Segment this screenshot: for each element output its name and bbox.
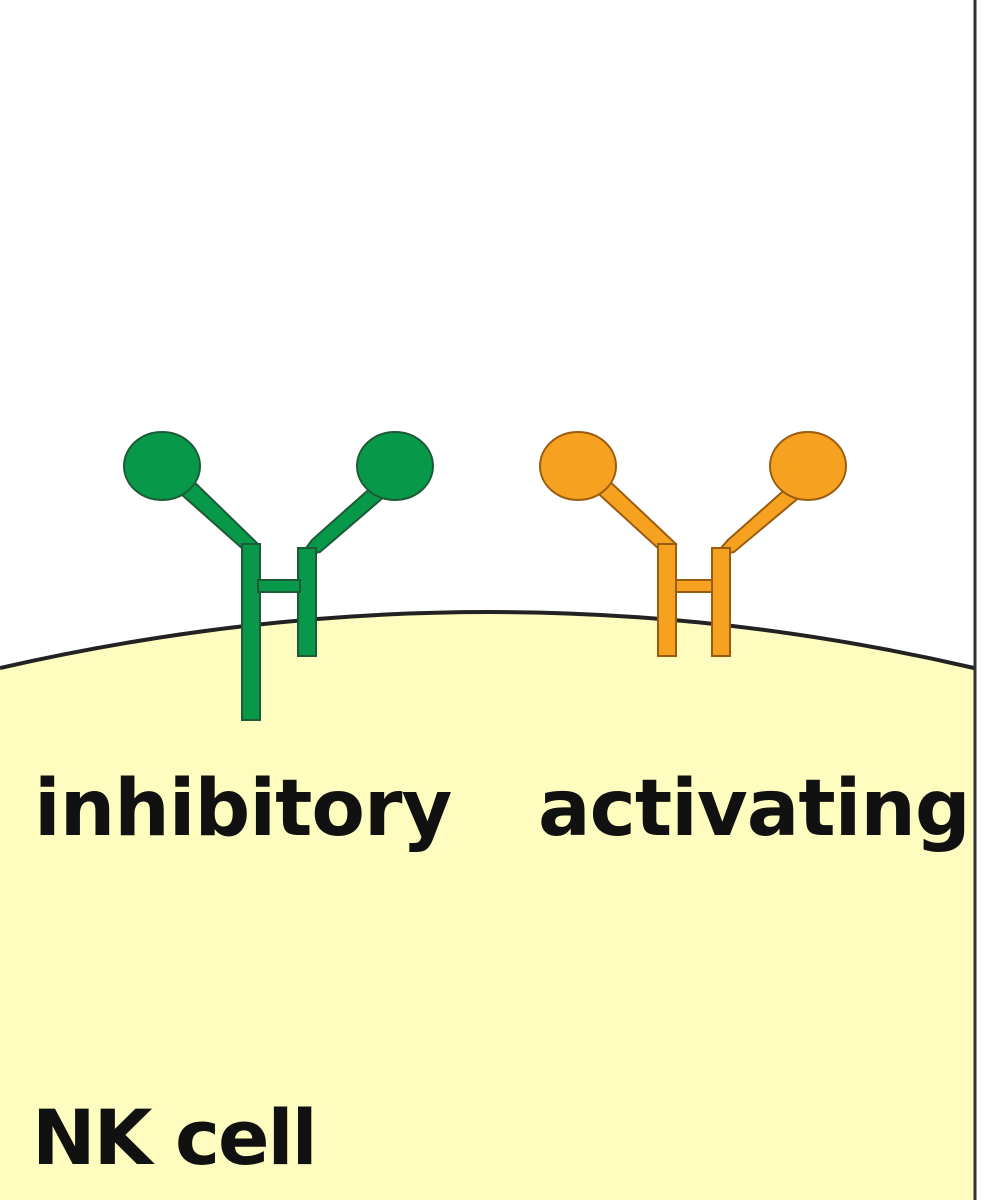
nk-cell-label: NK cell xyxy=(32,1093,318,1182)
activating-receptor-icon xyxy=(539,431,847,657)
inhibitory-receptor-icon xyxy=(123,431,434,721)
nk-cell-body xyxy=(0,612,974,1200)
inhibitory-label: inhibitory xyxy=(34,764,452,854)
activating-label: activating xyxy=(538,764,971,854)
cell-membrane xyxy=(0,610,975,670)
